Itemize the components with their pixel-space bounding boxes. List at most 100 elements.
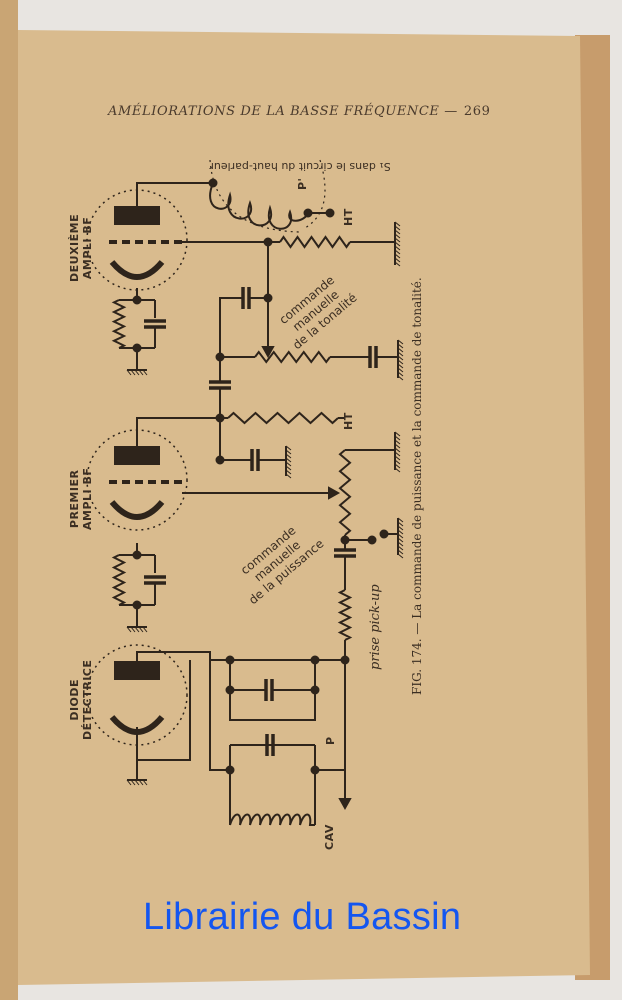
ground-hatch <box>397 375 404 381</box>
ground-hatch <box>397 549 404 555</box>
ground-hatch <box>397 553 404 559</box>
figure-caption: FIG. 174. — La commande de puissance et … <box>410 277 424 695</box>
watermark: Librairie du Bassin <box>143 896 462 938</box>
ground-hatch <box>394 451 401 457</box>
ground-hatch <box>126 369 132 376</box>
ground-hatch <box>397 367 404 373</box>
pickup-label: prise pick-up <box>368 584 383 670</box>
ground-hatch <box>134 369 140 376</box>
ground-hatch <box>138 779 144 786</box>
ground-hatch <box>394 221 401 227</box>
transformer-dashed <box>304 159 326 229</box>
transformer-dashed <box>209 159 301 233</box>
junction-dot <box>325 208 335 218</box>
ground-hatch <box>394 261 401 267</box>
circuit-schematic <box>86 159 404 826</box>
speaker-circuit-note: S₁ dans le circuit du haut-parleur <box>209 160 391 173</box>
ground-hatch <box>130 626 136 633</box>
page-number: 269 <box>463 104 491 119</box>
detector-coil <box>229 813 315 826</box>
previous-page-edge <box>0 0 18 1000</box>
ht-label-top: HT <box>342 208 355 226</box>
ground-hatch <box>285 453 292 459</box>
ground-hatch <box>130 779 136 786</box>
junction-dot <box>225 765 235 775</box>
arrow <box>338 798 352 811</box>
ground-hatch <box>142 369 148 376</box>
ground-hatch <box>134 626 140 633</box>
ground-hatch <box>397 363 404 369</box>
resistor <box>338 449 352 536</box>
resistor <box>337 589 353 641</box>
junction-dot <box>310 685 320 695</box>
wire <box>136 660 191 761</box>
running-header: AMÉLIORATIONS DE LA BASSE FRÉQUENCE —269 <box>108 104 491 119</box>
page-surface <box>18 30 590 985</box>
tube-1-plate <box>114 446 160 465</box>
ground-hatch <box>142 626 148 633</box>
arrow <box>261 346 275 359</box>
ground-hatch <box>394 467 401 473</box>
ground-hatch <box>397 541 404 547</box>
ground-hatch <box>394 249 401 255</box>
junction-dot <box>215 455 225 465</box>
tube-2-cathode <box>109 260 165 280</box>
ground-hatch <box>397 339 404 345</box>
ground-hatch <box>126 626 132 633</box>
resistor <box>227 411 339 425</box>
p-prime-label: P' <box>296 177 309 190</box>
ground-hatch <box>394 225 401 231</box>
ground-hatch <box>397 533 404 539</box>
tube-1-cathode <box>109 500 165 520</box>
ground-hatch <box>126 779 132 786</box>
ground-hatch <box>397 347 404 353</box>
ground-hatch <box>285 461 292 467</box>
ground-hatch <box>394 443 401 449</box>
ground-hatch <box>397 521 404 527</box>
ground-hatch <box>394 439 401 445</box>
ground-hatch <box>394 463 401 469</box>
ground-hatch <box>394 447 401 453</box>
arrow <box>328 486 341 500</box>
ground-hatch <box>397 537 404 543</box>
ground-hatch <box>285 469 292 475</box>
ground-hatch <box>394 233 401 239</box>
junction-dot <box>225 685 235 695</box>
diode-detector-plate <box>114 661 160 680</box>
ground-hatch <box>397 545 404 551</box>
ground-hatch <box>138 626 144 633</box>
p-label: P <box>324 736 337 745</box>
ground-hatch <box>394 431 401 437</box>
ground-hatch <box>285 449 292 455</box>
ground-hatch <box>394 237 401 243</box>
tube-2-plate <box>114 206 160 225</box>
ground-hatch <box>134 779 140 786</box>
ground-hatch <box>394 253 401 259</box>
junction-dot <box>263 293 273 303</box>
output-transformer-coil <box>209 182 309 230</box>
junction-dot <box>303 208 313 218</box>
ground-hatch <box>397 525 404 531</box>
ground-hatch <box>285 473 292 479</box>
ground-hatch <box>394 257 401 263</box>
ground-hatch <box>394 459 401 465</box>
ground-hatch <box>394 245 401 251</box>
wire <box>136 651 230 771</box>
ground-hatch <box>397 371 404 377</box>
ground-hatch <box>138 369 144 376</box>
ground-hatch <box>394 241 401 247</box>
wire <box>136 417 220 447</box>
wire <box>136 182 213 207</box>
ground-hatch <box>397 351 404 357</box>
resistor <box>111 554 127 606</box>
ground-hatch <box>394 435 401 441</box>
junction-dot <box>340 655 350 665</box>
ground-hatch <box>397 343 404 349</box>
resistor <box>279 235 351 249</box>
ground-hatch <box>397 355 404 361</box>
wire <box>219 297 243 357</box>
